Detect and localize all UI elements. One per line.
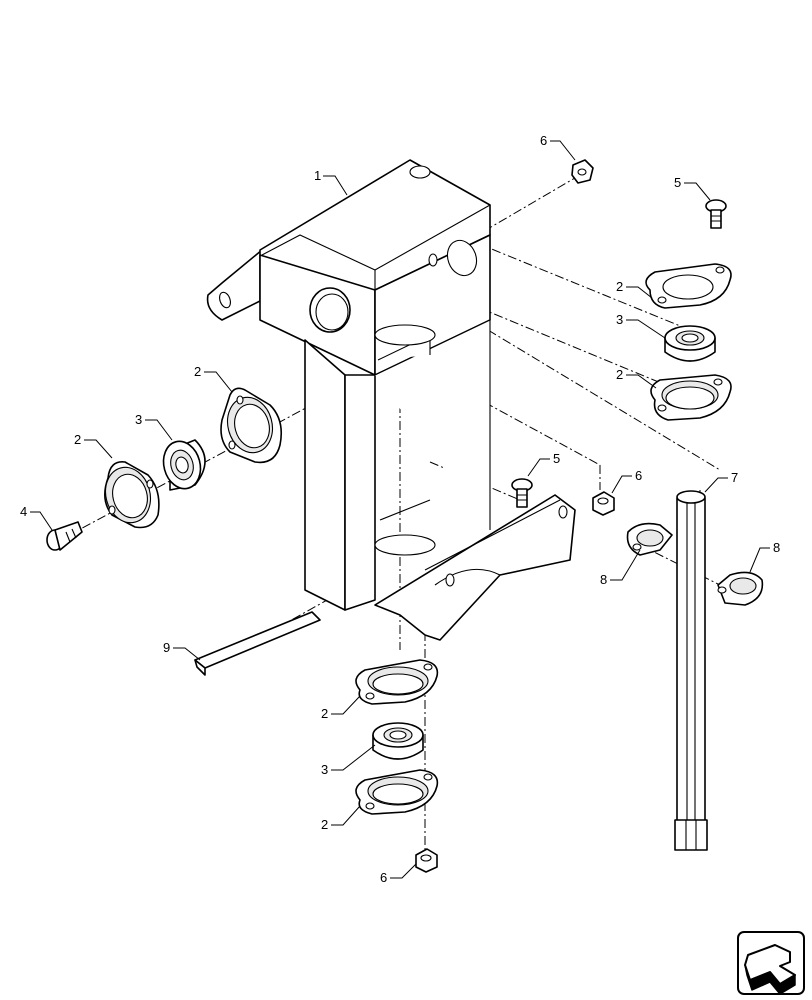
flange-plate-bottom-upper — [355, 659, 439, 705]
collar-half-right — [717, 571, 764, 606]
bolt-middle — [511, 478, 533, 508]
flange-nut-top — [571, 159, 594, 184]
collar-half-left — [626, 522, 673, 556]
callout-9-strip: 9 — [163, 640, 170, 655]
callout-3-bearing-left: 3 — [135, 412, 142, 427]
flange-plate-bottom-lower — [355, 769, 439, 815]
callout-3-bearing-bottom: 3 — [321, 762, 328, 777]
carriage-bolt-part — [46, 521, 83, 551]
callout-2-flange-tr-upper: 2 — [616, 279, 623, 294]
callout-7-hex-shaft: 7 — [731, 470, 738, 485]
navigation-arrow-icon[interactable] — [737, 931, 805, 995]
bearing-left — [162, 439, 206, 491]
callout-6-nut-top: 6 — [540, 133, 547, 148]
flange-plate-top-right-upper — [645, 263, 732, 309]
callout-2-flange-left-upper: 2 — [194, 364, 201, 379]
callout-2-flange-bottom-upper: 2 — [321, 706, 328, 721]
callout-5-bolt-middle: 5 — [553, 451, 560, 466]
flange-plate-left-lower — [104, 461, 160, 529]
callout-2-flange-tr-lower: 2 — [616, 367, 623, 382]
callout-4-carriage-bolt: 4 — [20, 504, 27, 519]
callout-5-bolt-top: 5 — [674, 175, 681, 190]
callout-6-nut-bottom: 6 — [380, 870, 387, 885]
strip-part — [194, 611, 321, 676]
hex-shaft-part — [674, 490, 708, 851]
flange-nut-middle — [592, 491, 615, 516]
callout-2-flange-left-lower: 2 — [74, 432, 81, 447]
frame-part — [206, 159, 576, 641]
bearing-bottom — [372, 722, 424, 760]
flange-plate-left-upper — [220, 387, 283, 464]
callout-3-bearing-tr: 3 — [616, 312, 623, 327]
callout-leaders — [30, 140, 770, 879]
flange-plate-top-right-lower — [650, 374, 732, 421]
callout-8-collar-left: 8 — [600, 572, 607, 587]
callout-6-nut-middle: 6 — [635, 468, 642, 483]
flange-nut-bottom — [415, 848, 438, 873]
callout-labels: 1 6 5 2 3 2 2 3 2 4 5 6 7 8 8 9 2 3 2 6 — [20, 133, 780, 885]
bearing-top-right — [664, 325, 716, 362]
bolt-top-right — [705, 199, 727, 229]
callout-2-flange-bottom-lower: 2 — [321, 817, 328, 832]
callout-1-frame: 1 — [314, 168, 321, 183]
callout-8-collar-right: 8 — [773, 540, 780, 555]
